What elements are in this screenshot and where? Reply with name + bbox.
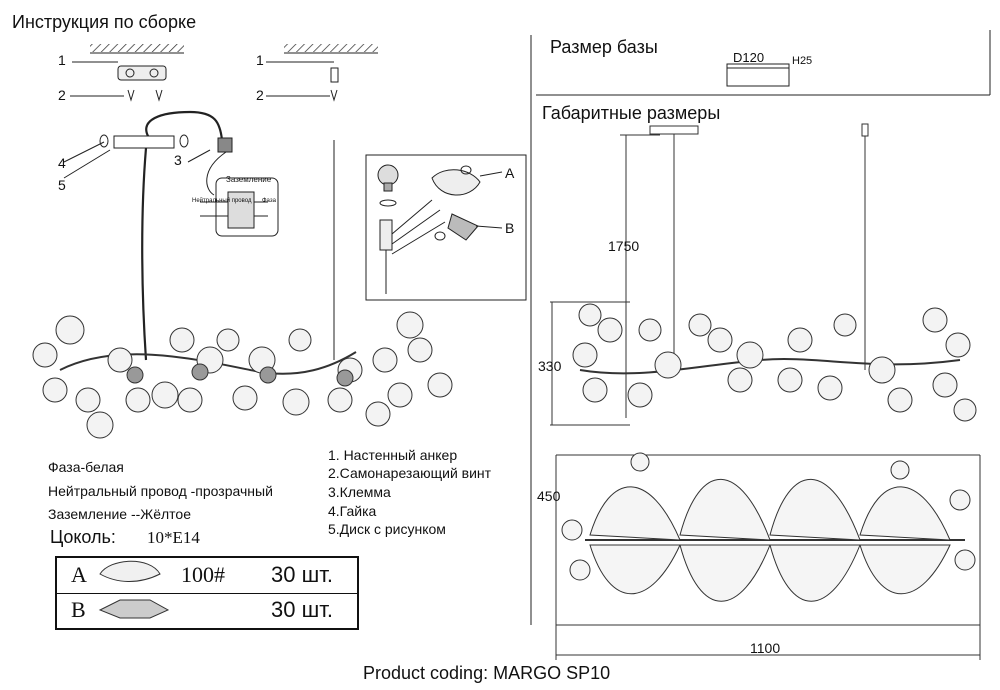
- base-height: H25: [792, 55, 813, 67]
- ceiling-mount-left: [63, 44, 279, 361]
- callout-1: 1: [58, 52, 66, 68]
- callout-2: 2: [58, 87, 66, 103]
- terminal-phase-label: Фаза: [262, 198, 276, 204]
- socket-label: Цоколь:: [50, 527, 116, 547]
- detail-box: [365, 154, 527, 301]
- dimension-height: 330: [538, 358, 562, 374]
- callout-5: 5: [58, 177, 66, 193]
- detail-label-a: A: [505, 165, 515, 181]
- wiring-neutral: Нейтральный провод -прозрачный: [48, 483, 273, 499]
- terminal-neutral-label: Нейтральный провод: [192, 198, 252, 204]
- wiring-phase: Фаза-белая: [48, 459, 124, 475]
- frame-lines: [530, 30, 991, 625]
- parts-table-icons: [98, 560, 170, 619]
- base-size-symbol: [726, 63, 790, 87]
- part-item-2: 2.Самонарезающий винт: [328, 465, 492, 481]
- part-item-5: 5.Диск с рисунком: [328, 521, 446, 537]
- chandelier-front-left: [32, 311, 453, 439]
- part-a-code: 100#: [181, 562, 225, 587]
- page-title: Инструкция по сборке: [12, 12, 197, 32]
- part-a-letter: A: [71, 562, 87, 587]
- dimension-width: 450: [537, 488, 561, 504]
- detail-label-b: B: [505, 220, 515, 236]
- chandelier-dimension-view: [550, 123, 977, 426]
- callout-4: 4: [58, 155, 66, 171]
- part-b-qty: 30 шт.: [271, 597, 333, 622]
- part-item-4: 4.Гайка: [328, 503, 377, 519]
- dimension-length: 1100: [750, 640, 781, 656]
- callout-3: 3: [174, 152, 182, 168]
- dimension-drop: 1750: [608, 238, 640, 254]
- part-b-letter: B: [71, 597, 86, 622]
- base-diameter: D120: [733, 50, 765, 65]
- part-a-qty: 30 шт.: [271, 562, 333, 587]
- callout-2-right: 2: [256, 87, 264, 103]
- dimensions-title: Габаритные размеры: [542, 103, 721, 123]
- ceiling-mount-right: [266, 44, 378, 360]
- parts-table: A 100# 30 шт. B 30 шт.: [55, 556, 359, 630]
- part-item-1: 1. Настенный анкер: [328, 447, 458, 463]
- product-coding: Product coding: MARGO SP10: [363, 663, 611, 683]
- chandelier-top-view: [555, 452, 981, 660]
- terminal-ground-label: Заземление: [226, 175, 272, 184]
- parts-table-row-a: A 100# 30 шт.: [57, 558, 357, 594]
- part-item-3: 3.Клемма: [328, 484, 391, 500]
- socket-value: 10*E14: [147, 528, 200, 547]
- base-size-title: Размер базы: [550, 37, 658, 57]
- wiring-ground: Заземление --Жёлтое: [48, 506, 191, 522]
- callout-1-right: 1: [256, 52, 264, 68]
- parts-table-row-b: B 30 шт.: [57, 593, 357, 628]
